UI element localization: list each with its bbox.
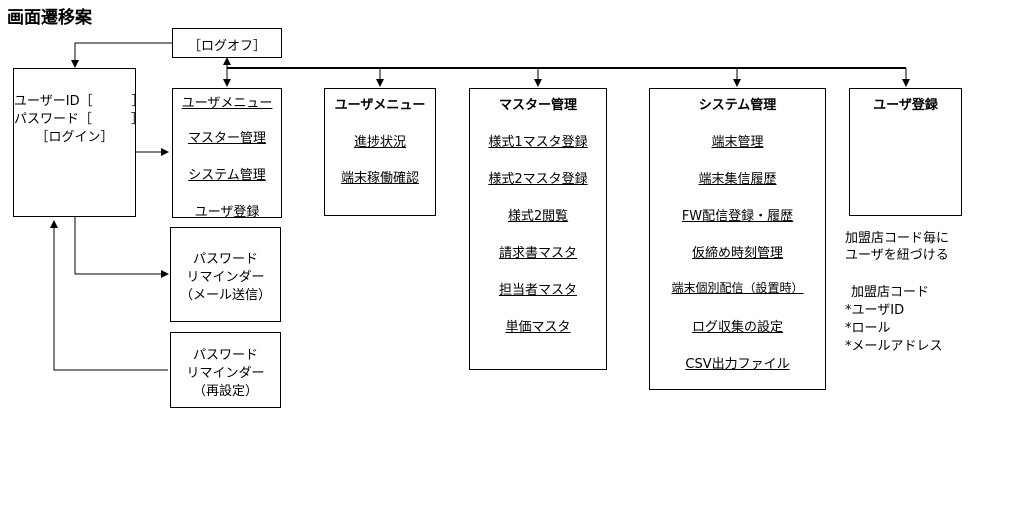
system-item[interactable]: 仮締め時刻管理 (691, 246, 783, 261)
user-id-field[interactable]: ユーザーID［ ］ (14, 94, 145, 109)
connector-login-to-reminder (74, 217, 169, 278)
user-reg-field: *ユーザID (845, 303, 905, 318)
user-reg-box: ユーザ登録 (849, 88, 962, 216)
reminder-mail-line-2: リマインダー (186, 270, 265, 285)
page-title: 画面遷移案 (7, 8, 92, 28)
menu-link-user-menu[interactable]: ユーザメニュー (181, 96, 273, 111)
user-reg-field: *メールアドレス (845, 339, 943, 354)
password-field[interactable]: パスワード［ ］ (14, 112, 145, 127)
master-item[interactable]: 請求書マスタ (498, 246, 577, 261)
master-item[interactable]: 単価マスタ (505, 320, 571, 335)
user-reg-field: *ロール (845, 321, 891, 336)
main-menu-box: ユーザメニュー マスター管理 システム管理 ユーザ登録 (172, 88, 282, 220)
system-box: システム管理 端末管理 端末集信履歴 FW配信登録・履歴 仮締め時刻管理 端末個… (649, 88, 826, 390)
login-button[interactable]: ［ログイン］ (35, 130, 114, 145)
system-item[interactable]: ログ収集の設定 (691, 320, 783, 335)
reminder-mail-box[interactable]: パスワード リマインダー （メール送信） (170, 227, 281, 322)
user-reg-note-2: ユーザを紐づける (845, 248, 949, 263)
system-item[interactable]: FW配信登録・履歴 (681, 209, 794, 224)
master-item[interactable]: 様式2閲覧 (507, 209, 569, 224)
user-menu-title: ユーザメニュー (334, 98, 426, 113)
connector-logout-to-login (71, 42, 172, 68)
system-item[interactable]: 端末集信履歴 (698, 172, 777, 187)
logout-label[interactable]: ［ログオフ］ (187, 39, 266, 54)
master-item[interactable]: 様式1マスタ登録 (488, 135, 588, 150)
reminder-mail-line-1: パスワード (192, 252, 258, 267)
master-item[interactable]: 担当者マスタ (498, 283, 577, 298)
user-menu-item-terminal-status[interactable]: 端末稼働確認 (340, 171, 419, 186)
system-title: システム管理 (698, 98, 777, 113)
menu-link-system[interactable]: システム管理 (188, 168, 266, 183)
master-title: マスター管理 (498, 98, 577, 113)
reminder-mail-line-3: （メール送信） (179, 288, 271, 303)
user-reg-note-1: 加盟店コード毎に (845, 231, 950, 246)
user-menu-item-progress[interactable]: 進捗状況 (353, 135, 406, 150)
user-reg-field: 加盟店コード (851, 285, 930, 300)
system-item[interactable]: 端末管理 (711, 135, 764, 150)
master-item[interactable]: 様式2マスタ登録 (488, 172, 588, 187)
menu-link-user-reg[interactable]: ユーザ登録 (194, 205, 260, 220)
reminder-reset-line-2: リマインダー (186, 366, 265, 381)
reminder-reset-line-1: パスワード (192, 348, 258, 363)
user-reg-title: ユーザ登録 (873, 98, 938, 113)
system-item[interactable]: 端末個別配信（設置時） (671, 281, 804, 295)
master-box: マスター管理 様式1マスタ登録 様式2マスタ登録 様式2閲覧 請求書マスタ 担当… (469, 88, 607, 370)
reminder-reset-line-3: （再設定） (192, 384, 258, 399)
login-box: ユーザーID［ ］ パスワード［ ］ ［ログイン］ (13, 68, 145, 217)
user-menu-box: ユーザメニュー 進捗状況 端末稼働確認 (324, 88, 436, 216)
connector-reset-to-login (50, 220, 168, 371)
menu-link-master[interactable]: マスター管理 (187, 131, 266, 146)
logout-box[interactable]: ［ログオフ］ (172, 28, 282, 58)
system-item[interactable]: CSV出力ファイル (685, 357, 790, 372)
reminder-reset-box[interactable]: パスワード リマインダー （再設定） (170, 332, 281, 408)
